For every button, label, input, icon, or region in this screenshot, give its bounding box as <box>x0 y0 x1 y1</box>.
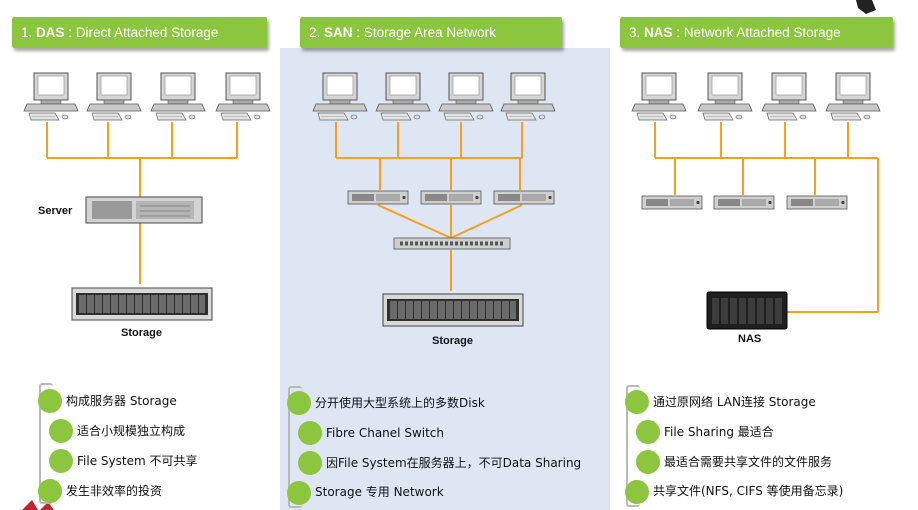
nas-pc-2 <box>697 72 753 121</box>
nas-pc-4 <box>825 72 881 121</box>
das-header-number: 1. <box>21 25 33 40</box>
nas-device-label: NAS <box>738 333 762 345</box>
san-bullet-dot-4 <box>287 481 311 505</box>
das-pc-3 <box>150 72 206 121</box>
san-pc-2 <box>375 72 431 121</box>
nas-header-abbr: NAS <box>644 25 673 40</box>
das-bullet-4: 发生非效率的投资 <box>66 484 163 498</box>
das-bullet-dot-3 <box>49 449 73 473</box>
nas-server-1 <box>641 195 703 210</box>
san-storage-label: Storage <box>432 335 473 347</box>
corner-decoration-icon <box>856 0 876 14</box>
nas-header-full: Network Attached Storage <box>683 25 841 40</box>
das-bullet-dot-4 <box>38 479 62 503</box>
san-server-1 <box>347 190 409 205</box>
das-bullet-2: 适合小规模独立构成 <box>77 424 186 438</box>
san-header-number: 2. <box>309 25 321 40</box>
das-server-label: Server <box>38 205 73 217</box>
san-header-abbr: SAN <box>324 25 353 40</box>
nas-bullet-4: 共享文件(NFS, CIFS 等使用备忘录) <box>653 484 844 498</box>
nas-device-icon <box>706 291 788 330</box>
san-bullet-bracket <box>288 386 302 508</box>
nas-connectors <box>654 122 879 313</box>
nas-header-sep: : <box>672 25 684 40</box>
san-pc-3 <box>438 72 494 121</box>
san-bullet-dot-3 <box>298 451 322 475</box>
san-storage-icon <box>382 293 524 327</box>
das-connectors <box>46 122 238 284</box>
san-bullet-dot-1 <box>287 391 311 415</box>
san-bullet-1: 分开使用大型系统上的多数Disk <box>315 396 485 410</box>
san-pc-4 <box>500 72 556 121</box>
nas-server-2 <box>713 195 775 210</box>
das-header: 1. DAS : Direct Attached Storage <box>12 17 267 48</box>
nas-bullet-bracket <box>626 385 640 507</box>
das-bullet-bracket <box>39 383 53 504</box>
san-connectors <box>335 122 523 291</box>
san-bullet-3: 因File System在服务器上，不可Data Sharing <box>326 456 582 470</box>
das-bullet-dot-1 <box>38 389 62 413</box>
das-server-icon <box>85 196 203 224</box>
das-header-abbr: DAS <box>36 25 65 40</box>
san-pc-1 <box>312 72 368 121</box>
nas-bullet-2: File Sharing 最适合 <box>664 425 774 439</box>
san-switch-icon <box>393 237 511 250</box>
das-header-full: Direct Attached Storage <box>75 25 219 40</box>
das-pc-1 <box>23 72 79 121</box>
nas-server-3 <box>786 195 848 210</box>
san-header-sep: : <box>352 25 364 40</box>
nas-bullet-dot-2 <box>636 420 660 444</box>
nas-pc-1 <box>631 72 687 121</box>
san-bullet-2: Fibre Chanel Switch <box>326 426 444 440</box>
das-storage-icon <box>71 287 213 321</box>
nas-bullet-3: 最适合需要共享文件的文件服务 <box>664 455 833 469</box>
das-bullet-3: File System 不可共享 <box>77 454 198 468</box>
das-storage-label: Storage <box>121 327 162 339</box>
nas-header-number: 3. <box>629 25 641 40</box>
nas-bullet-dot-4 <box>625 480 649 504</box>
san-server-3 <box>493 190 555 205</box>
bottom-left-decoration-icon <box>22 500 54 510</box>
das-header-sep: : <box>64 25 76 40</box>
san-server-2 <box>420 190 482 205</box>
das-pc-4 <box>215 72 271 121</box>
nas-pc-3 <box>761 72 817 121</box>
san-bullet-dot-2 <box>298 421 322 445</box>
nas-bullet-dot-3 <box>636 450 660 474</box>
nas-header: 3. NAS : Network Attached Storage <box>620 17 893 48</box>
das-bullet-dot-2 <box>49 419 73 443</box>
san-header: 2. SAN : Storage Area Network <box>300 17 562 48</box>
das-bullet-1: 构成服务器 Storage <box>66 394 177 408</box>
san-header-full: Storage Area Network <box>363 25 496 40</box>
das-pc-2 <box>86 72 142 121</box>
nas-bullet-1: 通过原网络 LAN连接 Storage <box>653 395 816 409</box>
san-bullet-4: Storage 专用 Network <box>315 485 444 499</box>
nas-bullet-dot-1 <box>625 390 649 414</box>
